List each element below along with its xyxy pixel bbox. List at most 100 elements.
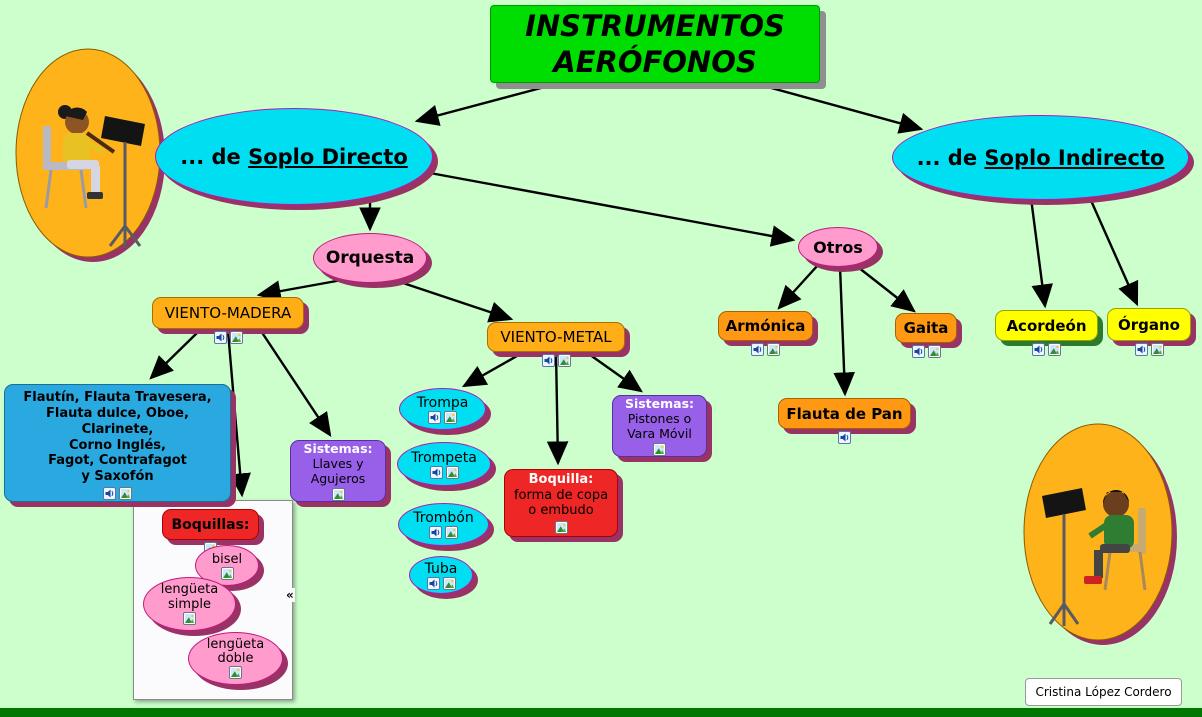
audio-icon[interactable]	[1032, 343, 1045, 356]
node-label: VIENTO-METAL	[500, 328, 612, 346]
connector-line	[756, 82, 924, 134]
node-label-box[interactable]: VIENTO-METAL	[487, 322, 625, 352]
image-icon[interactable]	[767, 343, 780, 356]
node-lengueta-simple[interactable]: lengüeta simple	[143, 577, 236, 631]
connector-line	[546, 351, 569, 466]
node-soplo-directo[interactable]: ... de Soplo Directo	[155, 108, 433, 205]
node-sistemas-metal[interactable]: Sistemas: Pistones o Vara Móvil	[612, 395, 707, 457]
node-label: Trompa	[416, 394, 469, 411]
image-icon[interactable]	[119, 487, 132, 501]
node-orquesta[interactable]: Orquesta	[313, 233, 427, 283]
connector-line	[256, 278, 343, 302]
image-icon[interactable]	[442, 576, 456, 590]
footer-bar	[0, 708, 1202, 717]
audio-icon[interactable]	[429, 526, 442, 539]
node-label-box[interactable]: Flauta de Pan	[778, 398, 911, 429]
node-header: Sistemas:	[303, 441, 373, 456]
author-credit: Cristina López Cordero	[1025, 678, 1182, 706]
node-label: VIENTO-MADERA	[164, 304, 292, 322]
music-reader-illustration	[1023, 423, 1177, 645]
audio-icon[interactable]	[429, 465, 443, 479]
audio-icon[interactable]	[103, 487, 116, 501]
audio-icon[interactable]	[911, 345, 925, 358]
node-tuba[interactable]: Tuba	[409, 556, 473, 594]
connector-line	[396, 279, 514, 323]
node-organo[interactable]: Órgano	[1107, 308, 1191, 356]
node-viento-metal[interactable]: VIENTO-METAL	[487, 322, 625, 367]
connector-line	[777, 264, 819, 310]
image-icon[interactable]	[183, 611, 196, 625]
node-sistemas-madera[interactable]: Sistemas: Llaves y Agujeros	[290, 440, 386, 502]
node-label: Orquesta	[325, 248, 415, 268]
node-label-box[interactable]: Armónica	[718, 311, 813, 341]
connector-line	[1029, 197, 1053, 309]
node-body: Llaves y Agujeros	[310, 456, 366, 486]
node-label-box[interactable]: Acordeón	[995, 310, 1098, 341]
node-otros[interactable]: Otros	[798, 227, 878, 267]
node-label-box[interactable]: Gaita	[895, 313, 957, 343]
panel-collapse-icon[interactable]: «	[285, 588, 295, 602]
node-label: Flauta de Pan	[786, 404, 903, 423]
audio-icon[interactable]	[426, 576, 440, 590]
node-viento-madera[interactable]: VIENTO-MADERA	[152, 297, 304, 344]
image-icon[interactable]	[445, 465, 459, 479]
node-label: ... de Soplo Directo	[180, 144, 408, 169]
audio-icon[interactable]	[838, 431, 851, 444]
clipart-music-reader	[1020, 422, 1182, 650]
node-armonica[interactable]: Armónica	[718, 311, 813, 356]
audio-icon[interactable]	[428, 410, 441, 424]
image-icon[interactable]	[445, 526, 458, 539]
node-soplo-indirecto[interactable]: ... de Soplo Indirecto	[892, 115, 1189, 200]
node-flauta-de-pan[interactable]: Flauta de Pan	[778, 398, 911, 444]
image-icon[interactable]	[653, 443, 666, 456]
clipart-flute-player	[13, 46, 171, 268]
map-title: INSTRUMENTOS AERÓFONOS	[490, 5, 820, 83]
node-label: Armónica	[725, 317, 806, 335]
node-trompa[interactable]: Trompa	[399, 388, 486, 430]
image-icon[interactable]	[331, 488, 345, 501]
audio-icon[interactable]	[751, 343, 764, 356]
node-acordeon[interactable]: Acordeón	[995, 310, 1098, 356]
node-boquillas[interactable]: Boquillas:	[162, 509, 259, 555]
resource-icons	[911, 345, 941, 358]
resource-icons	[429, 465, 459, 479]
resource-icons	[653, 443, 666, 456]
image-icon[interactable]	[1150, 343, 1164, 356]
resource-icons	[751, 343, 780, 356]
node-trompeta[interactable]: Trompeta	[397, 442, 491, 486]
image-icon[interactable]	[444, 410, 457, 424]
node-label: Otros	[813, 237, 863, 257]
image-icon[interactable]	[1048, 343, 1061, 356]
node-lengueta-doble[interactable]: lengüeta doble	[188, 632, 283, 685]
resource-icons	[1032, 343, 1061, 356]
resource-icons	[1134, 343, 1164, 356]
node-label-box[interactable]: Boquillas:	[162, 509, 259, 540]
image-icon[interactable]	[557, 354, 571, 367]
resource-icons	[331, 488, 345, 501]
node-boquilla-metal[interactable]: Boquilla: forma de copa o embudo	[504, 469, 618, 537]
resource-icons	[429, 526, 458, 539]
audio-icon[interactable]	[213, 331, 227, 344]
node-trombon[interactable]: Trombón	[398, 503, 489, 546]
node-label: ... de Soplo Indirecto	[916, 145, 1165, 170]
node-label: lengüeta doble	[206, 636, 265, 666]
audio-icon[interactable]	[1134, 343, 1148, 356]
resource-icons	[838, 431, 851, 444]
image-icon[interactable]	[229, 331, 243, 344]
image-icon[interactable]	[927, 345, 941, 358]
flute-player-illustration	[15, 48, 165, 262]
node-label: Boquillas:	[171, 516, 250, 533]
image-icon[interactable]	[554, 520, 568, 534]
node-header: Sistemas:	[624, 396, 695, 411]
audio-icon[interactable]	[541, 354, 555, 367]
node-gaita[interactable]: Gaita	[895, 313, 957, 358]
image-icon[interactable]	[229, 666, 242, 680]
node-label: lengüeta simple	[160, 582, 219, 612]
image-icon[interactable]	[220, 566, 234, 580]
node-label: Flautín, Flauta Travesera, Flauta dulce,…	[23, 389, 212, 485]
node-label: Acordeón	[1006, 316, 1087, 335]
node-maderas-list[interactable]: Flautín, Flauta Travesera, Flauta dulce,…	[4, 384, 231, 502]
node-label-box[interactable]: VIENTO-MADERA	[152, 297, 304, 329]
node-label-box[interactable]: Órgano	[1107, 308, 1191, 341]
